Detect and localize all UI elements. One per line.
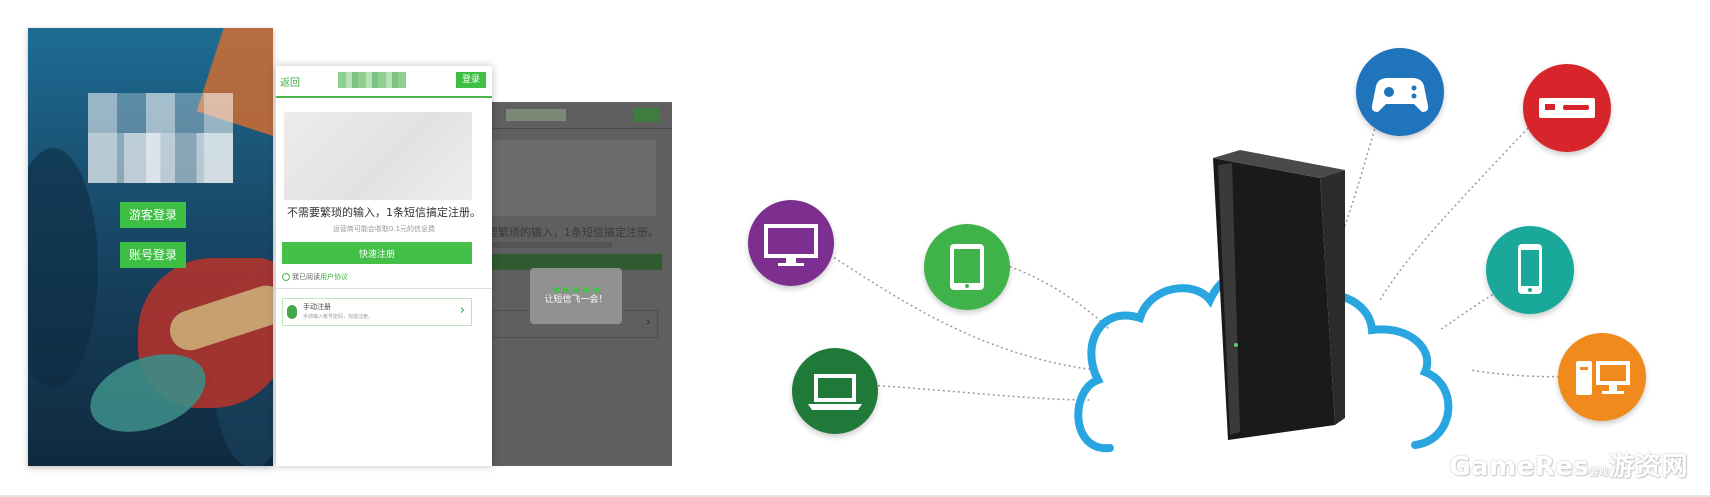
user-agreement-link[interactable]: 用户协议 <box>320 273 348 281</box>
set-top-box-icon <box>1539 98 1595 118</box>
guest-login-button[interactable]: 游客登录 <box>120 202 186 228</box>
header-title-pixelated <box>506 109 566 121</box>
header-bar <box>452 102 672 129</box>
divider <box>0 495 1710 497</box>
tablet-icon <box>950 244 984 290</box>
tv-icon <box>764 224 818 266</box>
agree-text: 我已阅读 <box>292 273 320 281</box>
header-bar: 返回 登录 <box>276 66 492 98</box>
headline-text: 不需要繁琐的输入，1条短信搞定注册。 <box>287 206 481 219</box>
phone-icon <box>287 305 297 319</box>
server-tower-icon <box>1213 150 1345 440</box>
game-splash-screen: 游客登录 账号登录 <box>28 28 273 466</box>
tablet-device <box>924 224 1010 310</box>
artwork-seaweed <box>28 148 98 388</box>
game-logo-pixelated <box>88 93 233 183</box>
smartphone-icon <box>1518 244 1542 294</box>
watermark: GameRes游戏游资网 <box>1449 452 1688 482</box>
quick-register-button-dimmed <box>452 254 662 270</box>
desktop-pc-icon <box>1576 361 1630 395</box>
login-button[interactable]: 登录 <box>456 72 486 88</box>
login-button-dimmed <box>634 108 660 122</box>
sending-toast: 让短信飞一会！ <box>530 268 622 324</box>
quick-register-button[interactable]: 快速注册 <box>282 242 472 264</box>
subtext-line <box>492 242 612 248</box>
chevron-right-icon: › <box>645 315 651 330</box>
header-title-pixelated <box>338 72 406 88</box>
back-link[interactable]: 返回 <box>280 78 300 89</box>
chevron-right-icon: › <box>459 303 465 318</box>
set-top-box-device <box>1523 64 1611 152</box>
register-screen: 返回 登录 不需要繁琐的输入，1条短信搞定注册。 运营商可能会收取0.1元的信息… <box>276 66 492 466</box>
account-login-button[interactable]: 账号登录 <box>120 242 186 268</box>
agreement-row[interactable]: 我已阅读用户协议 <box>282 272 348 282</box>
loading-dots-icon <box>530 278 622 293</box>
divider <box>276 288 492 289</box>
gamepad-device <box>1356 48 1444 136</box>
tv-device <box>748 200 834 286</box>
laptop-icon <box>808 374 862 410</box>
laptop-device <box>792 348 878 434</box>
agree-radio[interactable] <box>282 273 290 281</box>
toast-message: 让短信飞一会！ <box>544 295 608 305</box>
desktop-pc-device <box>1558 333 1646 421</box>
manual-register-row[interactable]: 手动注册 手动输入帐号密码，完成注册。 › <box>282 298 472 326</box>
manual-register-title: 手动注册 <box>303 303 331 311</box>
manual-register-desc: 手动输入帐号密码，完成注册。 <box>303 314 374 320</box>
fee-notice: 运营商可能会收取0.1元的信息费 <box>332 225 436 233</box>
gamepad-icon <box>1371 78 1429 112</box>
banner-image <box>284 112 472 200</box>
headline-text: 不需要繁琐的输入，1条短信搞定注册。 <box>465 226 659 239</box>
banner-image <box>466 140 656 216</box>
smartphone-device <box>1486 226 1574 314</box>
